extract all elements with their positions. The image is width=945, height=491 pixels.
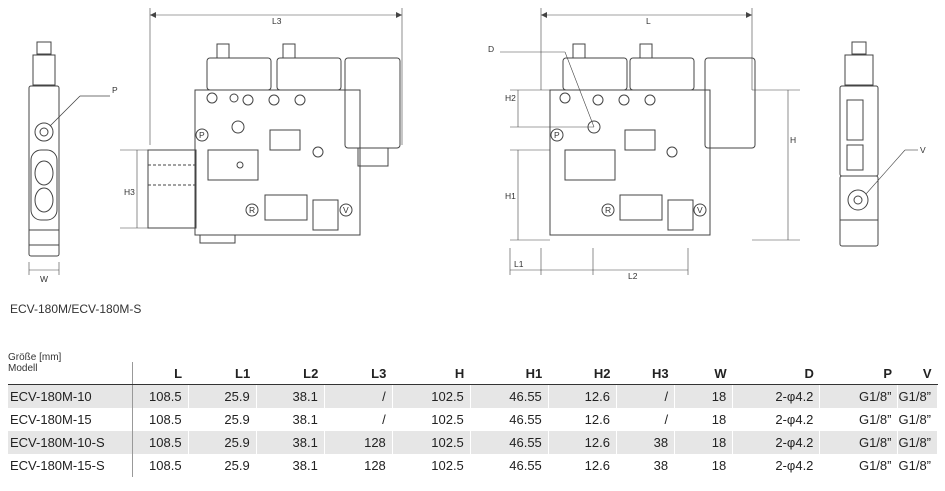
cell-l1: 25.9: [188, 384, 257, 408]
cell-h1: 46.55: [470, 454, 549, 477]
cell-d: 2-φ4.2: [732, 454, 821, 477]
header-v: V: [897, 362, 938, 385]
unit-label: Größe [mm]: [8, 352, 62, 363]
label-l2: L2: [628, 271, 638, 281]
cell-h1: 46.55: [470, 384, 549, 408]
cell-w: 18: [674, 384, 734, 408]
header-h1: H1: [470, 362, 549, 385]
cell-h1: 46.55: [470, 431, 549, 454]
cell-model: ECV-180M-10-S: [8, 431, 133, 454]
model-caption: ECV-180M/ECV-180M-S: [10, 302, 142, 316]
cell-h3: /: [616, 408, 676, 431]
cell-model: ECV-180M-10: [8, 384, 133, 408]
cell-l: 108.5: [132, 431, 189, 454]
front-view-dimensioned: L P R V D H2 H1 H: [488, 8, 800, 281]
cell-p: G1/8”: [819, 454, 899, 477]
header-model: [8, 362, 133, 385]
cell-v: G1/8”: [897, 454, 938, 477]
label-l: L: [646, 16, 651, 26]
table-row: ECV-180M-15-S 108.5 25.9 38.1 128 102.5 …: [8, 454, 938, 477]
cell-w: 18: [674, 454, 734, 477]
table-row: ECV-180M-15 108.5 25.9 38.1 / 102.5 46.5…: [8, 408, 938, 431]
cell-l3: /: [324, 384, 393, 408]
cell-l2: 38.1: [256, 431, 325, 454]
label-h3: H3: [124, 187, 135, 197]
cell-h1: 46.55: [470, 408, 549, 431]
header-h: H: [392, 362, 471, 385]
cell-v: G1/8”: [897, 431, 938, 454]
cell-l3: 128: [324, 431, 393, 454]
label-p: P: [112, 85, 118, 95]
label-l3: L3: [272, 16, 282, 26]
cell-model: ECV-180M-15-S: [8, 454, 133, 477]
cell-l1: 25.9: [188, 431, 257, 454]
cell-h3: /: [616, 384, 676, 408]
label-l1: L1: [514, 259, 524, 269]
label-v: V: [920, 145, 926, 155]
header-l: L: [132, 362, 189, 385]
header-h3: H3: [616, 362, 675, 385]
cell-l2: 38.1: [256, 454, 325, 477]
cell-w: 18: [674, 408, 734, 431]
cell-v: G1/8”: [897, 384, 938, 408]
header-h2: H2: [548, 362, 617, 385]
cell-p: G1/8”: [819, 384, 899, 408]
cell-h2: 12.6: [548, 454, 617, 477]
cell-h2: 12.6: [548, 431, 617, 454]
cell-model: ECV-180M-15: [8, 408, 133, 431]
port-r-right: R: [605, 205, 611, 215]
cell-h: 102.5: [392, 408, 471, 431]
label-h: H: [790, 135, 796, 145]
cell-p: G1/8”: [819, 431, 899, 454]
cell-h: 102.5: [392, 384, 471, 408]
cell-l: 108.5: [132, 384, 189, 408]
cell-d: 2-φ4.2: [732, 431, 821, 454]
table-row: ECV-180M-10 108.5 25.9 38.1 / 102.5 46.5…: [8, 384, 938, 408]
cell-l: 108.5: [132, 408, 189, 431]
front-view: L3 P R V H3: [120, 8, 403, 244]
table-header-row: L L1 L2 L3 H H1 H2 H3 W D P V: [8, 362, 938, 385]
cell-l2: 38.1: [256, 408, 325, 431]
cell-p: G1/8”: [819, 408, 899, 431]
label-d: D: [488, 44, 494, 54]
table-row: ECV-180M-10-S 108.5 25.9 38.1 128 102.5 …: [8, 431, 938, 454]
header-l2: L2: [256, 362, 325, 385]
cell-v: G1/8”: [897, 408, 938, 431]
cell-h2: 12.6: [548, 408, 617, 431]
header-d: D: [732, 362, 820, 385]
port-v-right: V: [697, 205, 703, 215]
cell-l1: 25.9: [188, 408, 257, 431]
port-r-front: R: [249, 205, 255, 215]
port-p-right: P: [554, 130, 560, 140]
label-w: W: [40, 274, 48, 284]
cell-h: 102.5: [392, 454, 471, 477]
port-v-front: V: [343, 205, 349, 215]
cell-l3: /: [324, 408, 393, 431]
side-view-right: V: [839, 41, 926, 247]
cell-l1: 25.9: [188, 454, 257, 477]
header-w: W: [674, 362, 733, 385]
cell-l: 108.5: [132, 454, 189, 477]
cell-d: 2-φ4.2: [732, 408, 821, 431]
cell-h3: 38: [616, 431, 676, 454]
cell-l3: 128: [324, 454, 393, 477]
side-view-left: P W: [28, 41, 118, 284]
cell-h3: 38: [616, 454, 676, 477]
dimension-table: L L1 L2 L3 H H1 H2 H3 W D P V ECV-180M-1…: [8, 362, 938, 477]
header-l3: L3: [324, 362, 393, 385]
cell-h: 102.5: [392, 431, 471, 454]
label-h1: H1: [505, 191, 516, 201]
cell-d: 2-φ4.2: [732, 384, 821, 408]
cell-w: 18: [674, 431, 734, 454]
cell-h2: 12.6: [548, 384, 617, 408]
technical-drawing: P W L3 P R V: [28, 8, 926, 284]
port-p-front: P: [199, 130, 205, 140]
cell-l2: 38.1: [256, 384, 325, 408]
header-p: P: [819, 362, 898, 385]
label-h2: H2: [505, 93, 516, 103]
header-l1: L1: [188, 362, 257, 385]
